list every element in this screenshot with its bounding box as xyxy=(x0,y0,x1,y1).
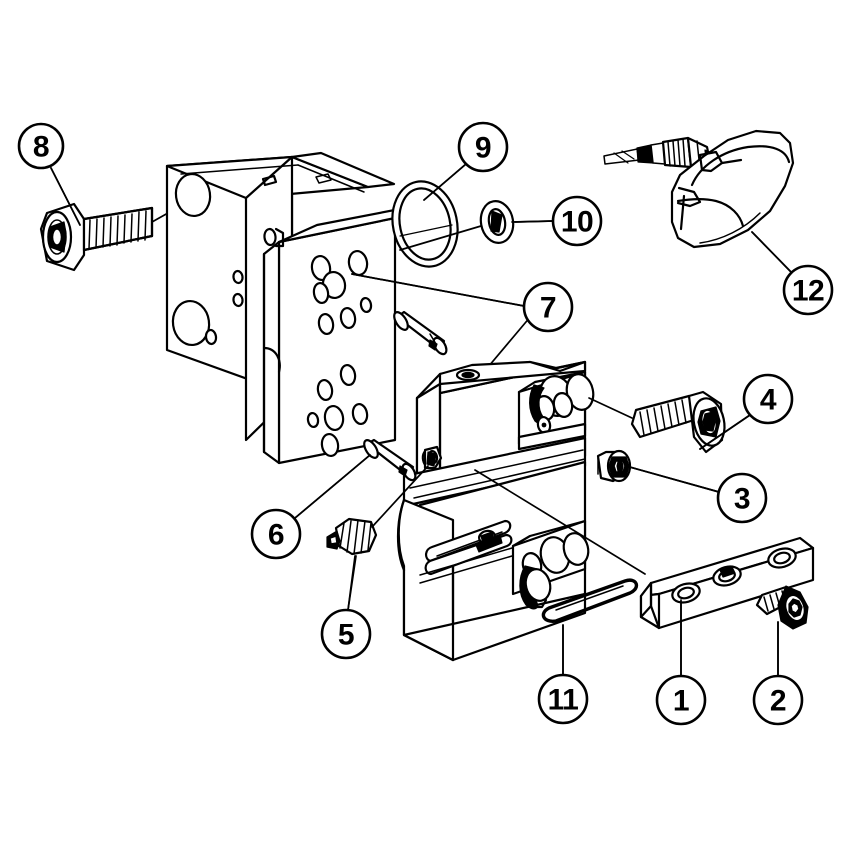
balloon-leader-8 xyxy=(50,167,81,226)
balloon-label-8: 8 xyxy=(33,131,49,164)
balloon-leader-10 xyxy=(511,220,554,223)
part-8-socket-head-cap-screw xyxy=(39,202,154,272)
balloon-callout-10[interactable]: 10 xyxy=(551,195,603,247)
leader-line-10-target xyxy=(399,225,482,251)
balloon-circle-1[interactable] xyxy=(655,674,707,726)
balloon-label-6: 6 xyxy=(268,519,284,552)
part-7-dowel-pin-upper xyxy=(393,310,448,356)
balloon-circle-11[interactable] xyxy=(537,673,589,725)
part-3-pan-head-screw xyxy=(596,449,632,483)
balloon-label-12: 12 xyxy=(792,275,824,308)
balloon-circle-5[interactable] xyxy=(320,608,372,660)
leader-line-4-target xyxy=(588,397,633,419)
leader-line-bar-to-body xyxy=(474,469,646,575)
main-body-block xyxy=(396,360,595,662)
balloon-label-10: 10 xyxy=(561,206,593,239)
balloon-callout-11[interactable]: 11 xyxy=(537,673,589,725)
balloon-callout-7[interactable]: 7 xyxy=(522,281,574,333)
balloon-circle-12[interactable] xyxy=(782,264,834,316)
balloon-callout-5[interactable]: 5 xyxy=(320,608,372,660)
leader-line-5-target xyxy=(371,465,429,528)
part-5-knurled-set-screw xyxy=(326,517,378,556)
balloon-callout-4[interactable]: 4 xyxy=(742,373,794,425)
balloon-label-3: 3 xyxy=(734,483,750,516)
balloon-leader-7 xyxy=(351,273,525,307)
balloon-leader-4 xyxy=(699,414,751,450)
balloon-leader-9 xyxy=(423,163,467,201)
balloon-label-1: 1 xyxy=(673,685,689,718)
balloon-leader-6 xyxy=(294,454,371,519)
balloon-callout-3[interactable]: 3 xyxy=(716,472,768,524)
balloon-leader-3 xyxy=(625,465,720,493)
balloon-callout-9[interactable]: 9 xyxy=(457,121,509,173)
balloon-circle-4[interactable] xyxy=(742,373,794,425)
part-11-wire-retaining-clip xyxy=(541,578,639,623)
balloon-label-7: 7 xyxy=(540,292,556,325)
balloon-callout-6[interactable]: 6 xyxy=(250,508,302,560)
balloon-label-9: 9 xyxy=(475,132,491,165)
balloon-circle-9[interactable] xyxy=(457,121,509,173)
balloon-label-11: 11 xyxy=(548,684,579,717)
balloon-circle-8[interactable] xyxy=(17,122,65,170)
balloon-callout-2[interactable]: 2 xyxy=(752,674,804,726)
balloon-label-4: 4 xyxy=(760,384,777,417)
part-9-o-ring-large xyxy=(391,180,459,268)
balloon-circle-10[interactable] xyxy=(551,195,603,247)
balloon-circle-3[interactable] xyxy=(716,472,768,524)
balloon-label-5: 5 xyxy=(338,619,354,652)
balloon-circle-6[interactable] xyxy=(250,508,302,560)
balloon-circle-2[interactable] xyxy=(752,674,804,726)
part-12-sensor-probe-housing xyxy=(603,129,795,249)
balloon-callout-1[interactable]: 1 xyxy=(655,674,707,726)
balloon-label-2: 2 xyxy=(770,685,786,718)
balloon-leader-5 xyxy=(347,555,356,611)
part-6-dowel-pin-lower xyxy=(363,438,417,482)
balloon-circle-7[interactable] xyxy=(522,281,574,333)
part-10-o-ring-small xyxy=(479,200,515,244)
balloon-leader-12 xyxy=(751,231,793,274)
balloon-callout-8[interactable]: 8 xyxy=(17,122,65,170)
part-1-clamp-bar xyxy=(639,536,815,630)
part-4-socket-head-cap-screw xyxy=(630,390,726,454)
part-2-torx-flat-head-screw xyxy=(755,585,809,630)
balloon-callout-12[interactable]: 12 xyxy=(782,264,834,316)
mounting-plate-assembly xyxy=(165,151,433,465)
